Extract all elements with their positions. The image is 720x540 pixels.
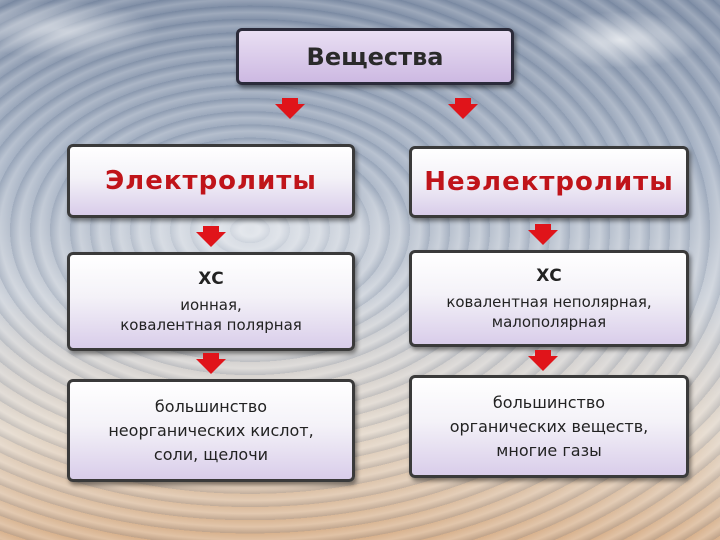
node-electrolytes-label: Электролиты (105, 166, 317, 196)
arrow-root-to-left (275, 98, 305, 119)
arrow-electrolytes-to-bonds (196, 226, 226, 247)
arrow-bonds-to-examples-right (528, 350, 558, 371)
arrow-bonds-to-examples-left (196, 353, 226, 374)
bond-type-desc-left-1: ионная, (180, 295, 242, 314)
node-nonelectrolytes-bond-type: ХС ковалентная неполярная, малополярная (409, 250, 689, 347)
examples-right-line-1: большинство (492, 392, 606, 412)
bond-type-label-right: ХС (536, 265, 562, 286)
examples-left-line-3: соли, щелочи (153, 444, 269, 464)
examples-right-line-3: многие газы (496, 440, 602, 460)
bond-type-desc-right-1: ковалентная неполярная, (446, 292, 652, 311)
node-nonelectrolytes: Неэлектролиты (409, 146, 689, 218)
examples-right-line-2: органических веществ, (449, 416, 649, 436)
bond-type-label-left: ХС (198, 268, 224, 289)
bond-type-desc-right-2: малополярная (491, 312, 607, 331)
bond-type-desc-left-2: ковалентная полярная (120, 315, 302, 334)
node-electrolytes-examples: большинство неорганических кислот, соли,… (67, 379, 355, 482)
root-node-substances: Вещества (236, 28, 514, 85)
arrow-root-to-right (448, 98, 478, 119)
node-nonelectrolytes-label: Неэлектролиты (424, 167, 674, 197)
root-node-label: Вещества (306, 42, 444, 71)
examples-left-line-2: неорганических кислот, (108, 420, 314, 440)
node-electrolytes: Электролиты (67, 144, 355, 218)
examples-left-line-1: большинство (154, 396, 268, 416)
node-nonelectrolytes-examples: большинство органических веществ, многие… (409, 375, 689, 478)
node-electrolytes-bond-type: ХС ионная, ковалентная полярная (67, 252, 355, 351)
arrow-nonelectrolytes-to-bonds (528, 224, 558, 245)
